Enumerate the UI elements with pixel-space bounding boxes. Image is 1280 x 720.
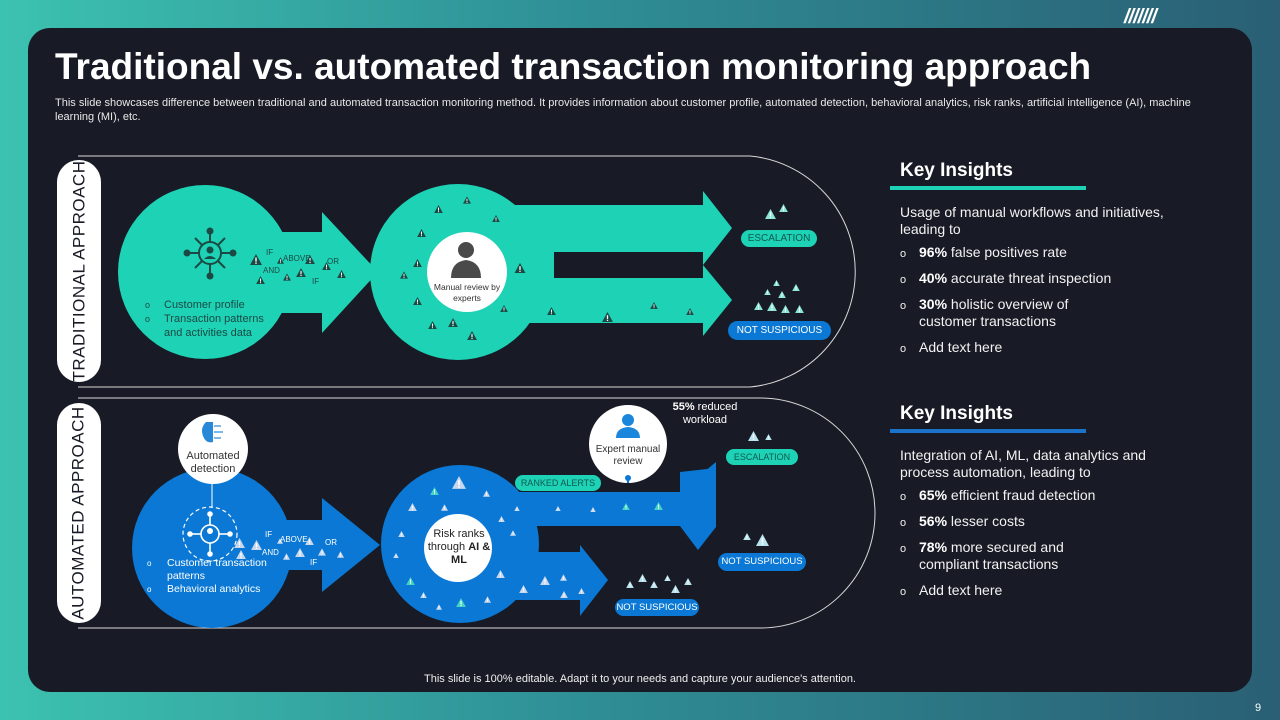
key-insights-lead: Usage of manual workflows and initiative… (900, 204, 1164, 237)
key-insights-title: Key Insights (900, 403, 1013, 424)
page-number: 9 (1255, 702, 1262, 714)
decorative-slashes: /////// (1124, 6, 1157, 28)
rule-keyword-if: IF (265, 530, 273, 539)
rule-keyword-if: IF (310, 558, 318, 567)
traditional-escalation-arrow (500, 191, 732, 300)
automated-risk-inner (424, 514, 492, 582)
rule-keyword-above: ABOVE (283, 254, 311, 263)
not-suspicious-badge: NOT SUSPICIOUS (615, 599, 699, 616)
key-insights-lead: Integration of AI, ML, data analytics an… (900, 447, 1146, 480)
slide-subtitle: This slide showcases difference between … (55, 97, 1191, 123)
expert-review-circle (589, 405, 667, 483)
traditional-approach-label: TRADITIONAL APPROACH (57, 160, 101, 382)
rule-keyword-and: AND (262, 548, 279, 557)
not-suspicious-badge: NOT SUSPICIOUS (728, 321, 831, 340)
automated-escalation-arrow (505, 468, 716, 555)
automated-customer-icon (187, 511, 233, 557)
expert-review-label: Expert manual review (595, 444, 661, 467)
automated-notsusp-arrow (505, 545, 608, 616)
risk-ranks-label: Risk ranks through AI & ML (427, 528, 491, 566)
automated-frame (78, 397, 876, 629)
automated-detection-circle (178, 414, 248, 484)
traditional-shapes (118, 184, 732, 360)
traditional-outcome-icons (754, 204, 804, 313)
rule-keyword-or: OR (327, 257, 339, 266)
key-insights-underline (890, 429, 1086, 433)
slide-title: Traditional vs. automated transaction mo… (55, 46, 1092, 87)
ranked-alerts-badge: RANKED ALERTS (515, 475, 601, 491)
key-insights-underline (890, 186, 1086, 190)
footer-note: This slide is 100% editable. Adapt it to… (424, 673, 856, 685)
traditional-businessman-icon (451, 242, 481, 278)
workload-note: 55% reduced workload (672, 401, 738, 426)
escalation-badge: ESCALATION (741, 230, 817, 247)
not-suspicious-badge: NOT SUSPICIOUS (718, 553, 806, 571)
key-insights-traditional: Key Insights Usage of manual workflows a… (890, 160, 1250, 365)
key-insights-title: Key Insights (900, 160, 1013, 181)
traditional-notsusp-arrow (500, 265, 732, 336)
rule-keyword-above: ABOVE (280, 535, 308, 544)
rule-keyword-if: IF (266, 248, 274, 257)
automated-approach-label: AUTOMATED APPROACH (57, 403, 101, 623)
rule-keyword-and: AND (263, 266, 280, 275)
key-insights-automated: Key Insights Integration of AI, ML, data… (890, 403, 1250, 608)
escalation-badge: ESCALATION (726, 449, 798, 465)
traditional-frame (78, 155, 856, 388)
manual-review-label: Manual review by experts (433, 282, 501, 303)
traditional-arrow-1 (270, 212, 378, 333)
rule-keyword-if: IF (312, 277, 320, 286)
automated-input-circle (132, 468, 292, 628)
rule-keyword-or: OR (325, 538, 337, 547)
automated-detection-label: Automated detection (186, 450, 240, 475)
expert-businessman-icon (616, 414, 640, 438)
automated-arrow-1 (270, 498, 380, 592)
traditional-input-circle (118, 185, 292, 359)
ai-brain-icon (202, 422, 223, 443)
traditional-customer-icon (183, 227, 237, 280)
